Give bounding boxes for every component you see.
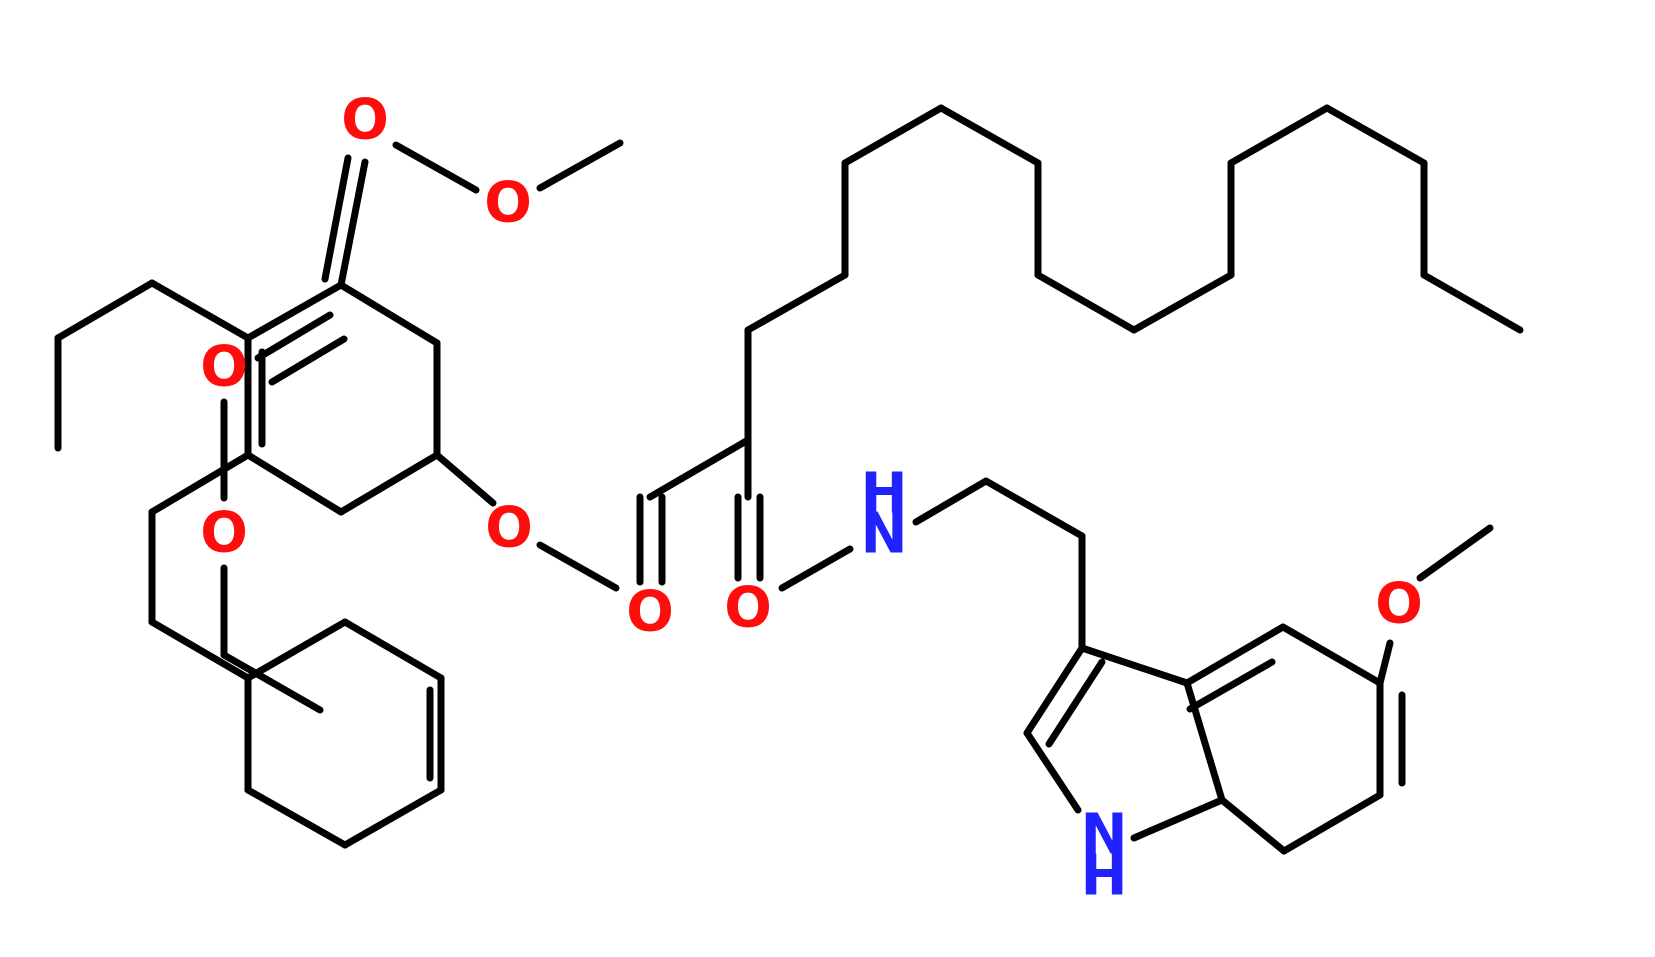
bond-c7-c7a — [1218, 796, 1288, 855]
bond-o8-to-methyl — [1416, 524, 1494, 582]
atom-label-nitrogen-indole: N — [1081, 803, 1128, 868]
bond-c2-n1 — [1023, 729, 1082, 814]
bond-c3a-c7a — [1183, 679, 1226, 804]
left-ring-system — [54, 279, 445, 849]
bond-c6-to-c7 — [646, 436, 752, 501]
atom-label-oxygen-8: O — [1375, 572, 1423, 637]
upper-chain — [744, 104, 1524, 444]
atom-label-oxygen-5: O — [485, 496, 533, 561]
atom-label-nitrogen-amide: N — [861, 502, 908, 567]
methyl-ester-group-top — [321, 139, 624, 289]
bond-n1-c7a — [1130, 796, 1226, 842]
atom-label-hydrogen-amide: H — [861, 462, 908, 527]
bond-c-o3-double-a — [254, 311, 334, 362]
bond-carbonyl-double-1 — [321, 154, 352, 283]
bond-alkyl-down4 — [244, 786, 349, 849]
atom-label-oxygen-2: O — [484, 171, 532, 236]
bond-c6-alkyl — [148, 451, 252, 516]
bond-up-2 — [744, 271, 849, 334]
bond-o5-to-carbonyl — [536, 541, 620, 592]
bond-c3-c2-double — [1045, 658, 1106, 748]
bond-c5-c6 — [244, 451, 345, 516]
bond-c1-c2 — [244, 281, 345, 342]
bond-c3a-c4 — [1183, 623, 1287, 687]
bond-c2-c3 — [337, 281, 441, 347]
amide-group — [734, 436, 990, 592]
bond-c1-methyl — [148, 279, 252, 342]
bond-c5-to-o8 — [1376, 639, 1394, 687]
bond-c4-c5 — [337, 451, 441, 516]
bond-c3a-c4-double — [1186, 658, 1276, 713]
atom-label-oxygen-4: O — [200, 501, 248, 566]
bond-c4-c5 — [1279, 623, 1384, 687]
bond-o4-alkyl — [220, 651, 324, 714]
bond-up-5 — [937, 104, 1042, 167]
bond-up-4 — [841, 104, 945, 167]
central-ester-linkage — [433, 436, 752, 592]
bond-up-8 — [1130, 271, 1235, 334]
bond-up-11 — [1323, 104, 1428, 167]
bond-ring-to-o5 — [433, 451, 497, 507]
bond-ester-c-to-ring — [337, 158, 369, 289]
bond-up-7 — [1034, 271, 1138, 334]
ester-group-left — [220, 311, 348, 714]
bond-o-methyl — [536, 139, 624, 192]
atom-label-layer: O O O O O O O O N H N H — [200, 88, 1423, 909]
bond-ester-c-o — [392, 141, 480, 194]
bond-amide-c-to-n — [778, 545, 854, 592]
indole-ring-system — [982, 477, 1494, 855]
atom-label-oxygen-1: O — [341, 88, 389, 153]
atom-label-oxygen-7: O — [724, 576, 772, 641]
bond-ring-lower2 — [341, 618, 445, 682]
bond-n-to-ch2 — [912, 477, 990, 526]
atom-label-hydrogen-indole: H — [1081, 844, 1128, 909]
bond-methyl-a — [54, 279, 156, 342]
bond-ring-lower3 — [244, 618, 349, 682]
bond-ch2-ch2 — [982, 477, 1086, 540]
atom-label-oxygen-6: O — [626, 580, 674, 645]
bond-c3-c3a — [1078, 644, 1191, 687]
bond-up-13 — [1420, 271, 1524, 334]
atom-label-oxygen-3: O — [200, 335, 248, 400]
bond-up-10 — [1227, 104, 1331, 167]
bond-c3-c2 — [1023, 644, 1086, 737]
bond-alkyl-down2 — [148, 618, 252, 682]
bond-alkyl-down5 — [341, 786, 445, 849]
bond-c-o3-double-b — [268, 335, 348, 386]
bond-c6-c7 — [1280, 791, 1384, 855]
